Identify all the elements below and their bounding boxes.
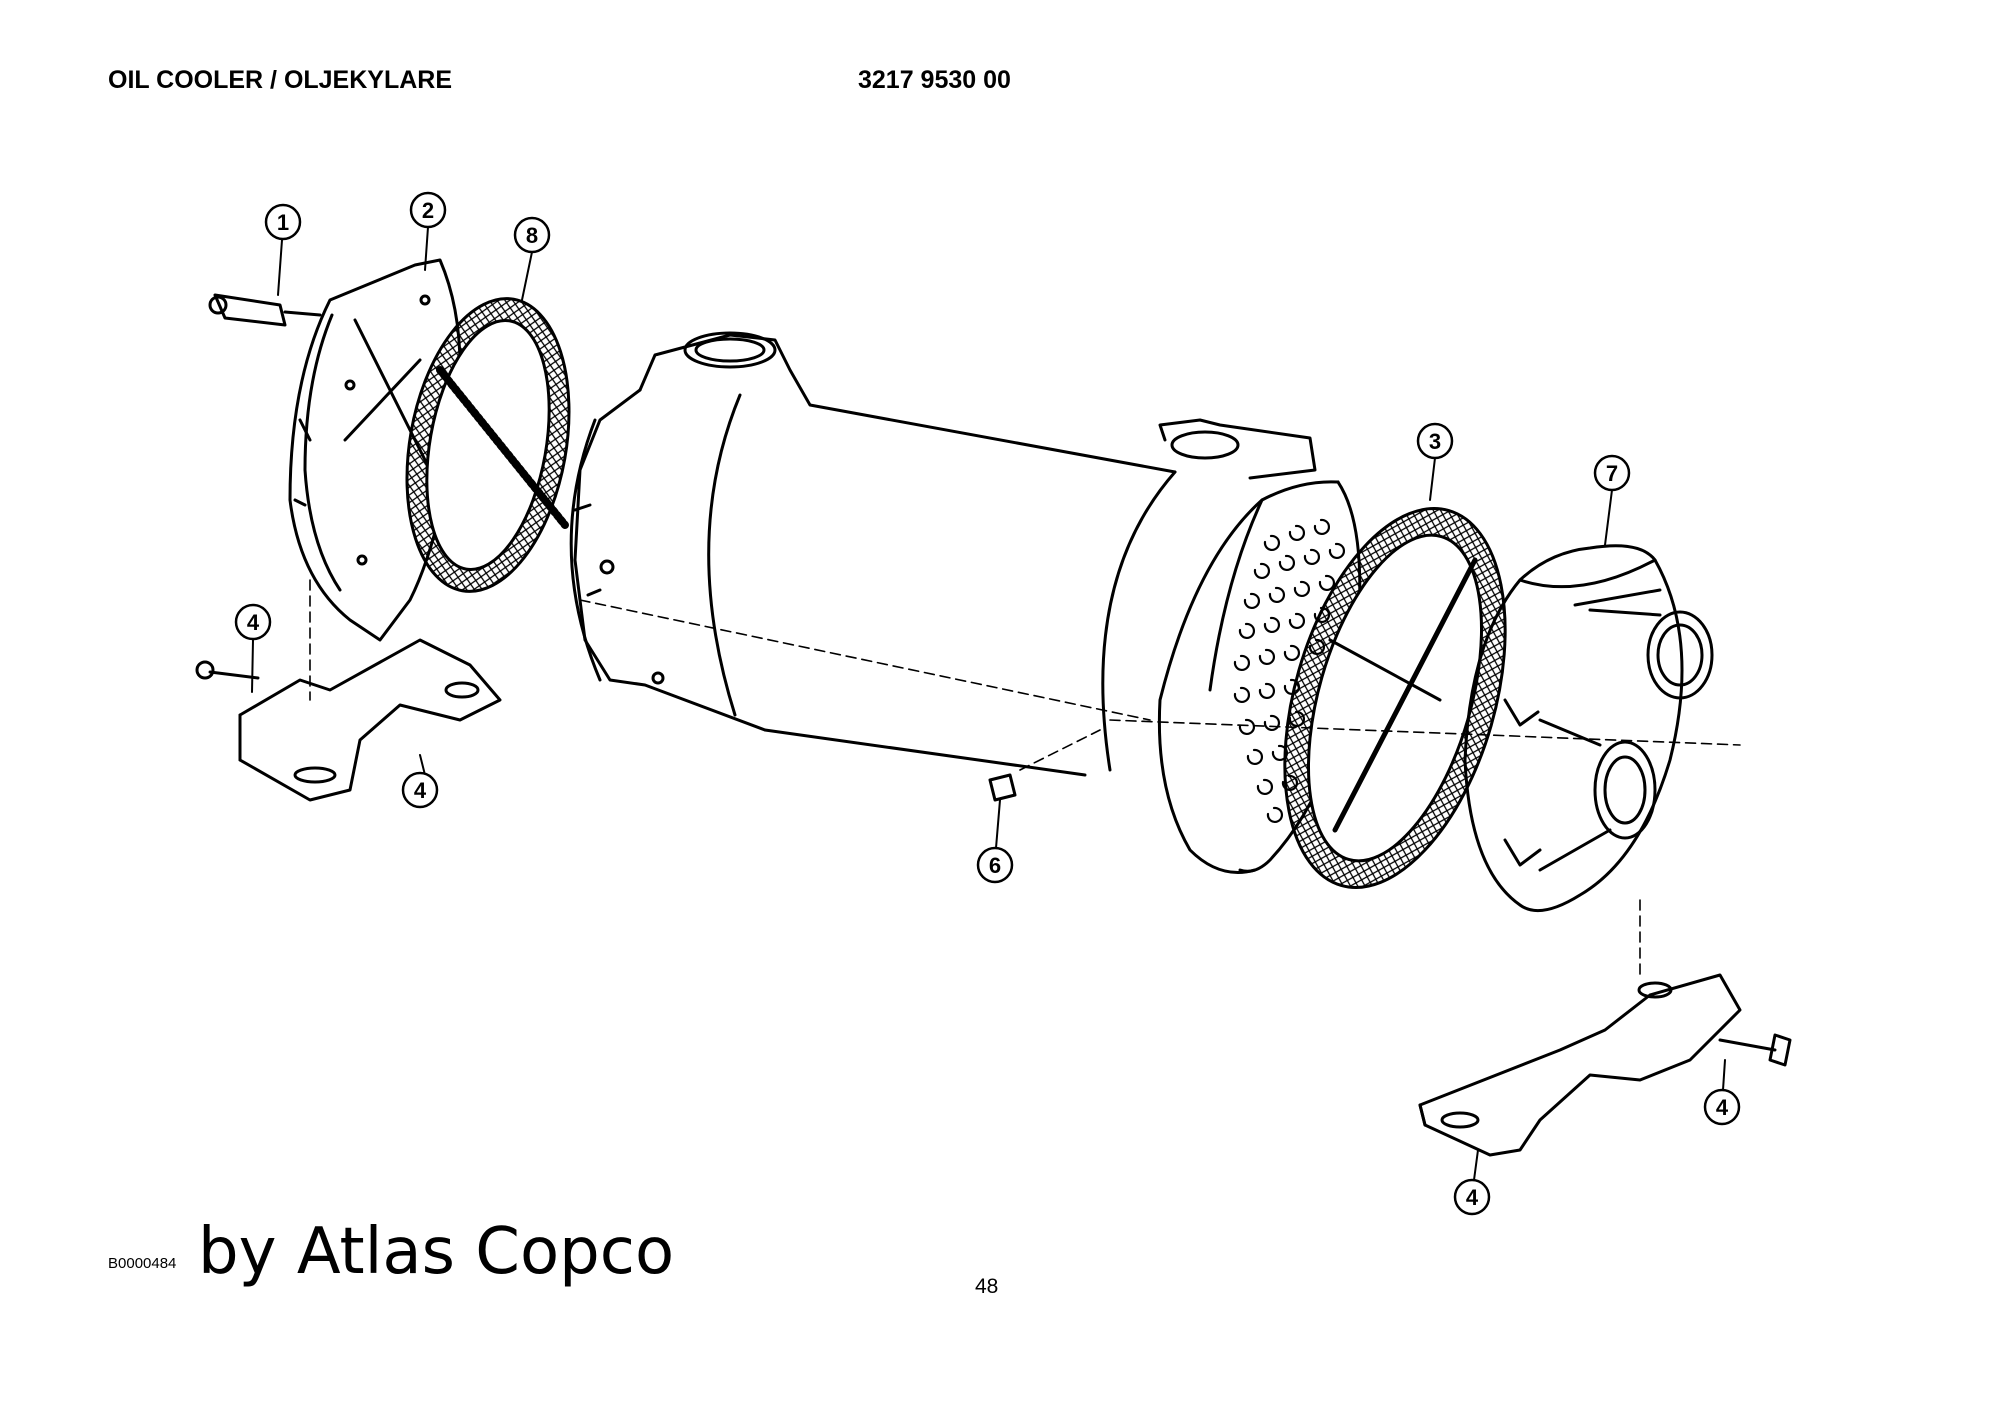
callout-6: 6 [976, 846, 1014, 884]
svg-text:1: 1 [277, 210, 289, 235]
part-number: 3217 9530 00 [858, 66, 1011, 94]
svg-text:4: 4 [414, 778, 427, 803]
callout-4-left-bottom: 4 [401, 771, 439, 809]
svg-text:4: 4 [247, 610, 260, 635]
callout-1: 1 [264, 203, 302, 241]
svg-text:3: 3 [1429, 429, 1441, 454]
callout-4-right: 4 [1703, 1088, 1741, 1126]
svg-text:6: 6 [989, 853, 1001, 878]
callout-4-left-top: 4 [234, 603, 272, 641]
svg-text:4: 4 [1716, 1095, 1729, 1120]
drawing-reference: B0000484 [108, 1255, 177, 1272]
plug-part-1 [208, 293, 322, 327]
callout-2: 2 [409, 191, 447, 229]
callout-3: 3 [1416, 422, 1454, 460]
callout-4-right-bottom: 4 [1453, 1178, 1491, 1216]
page-number: 48 [975, 1275, 999, 1298]
callout-8: 8 [513, 216, 551, 254]
drain-plug-6 [988, 773, 1017, 802]
end-cover-right [1463, 544, 1714, 913]
support-foot-left [195, 638, 502, 802]
svg-text:4: 4 [1466, 1185, 1479, 1210]
svg-text:2: 2 [422, 198, 434, 223]
assembly-centerlines [309, 579, 1741, 976]
callout-7: 7 [1593, 454, 1631, 492]
svg-text:8: 8 [526, 223, 538, 248]
cooler-shell [569, 331, 1177, 777]
page-title: OIL COOLER / OLJEKYLARE [108, 66, 453, 94]
support-foot-right [1418, 973, 1792, 1157]
brand-text: by Atlas Copco [198, 1215, 675, 1289]
svg-text:7: 7 [1606, 461, 1618, 486]
